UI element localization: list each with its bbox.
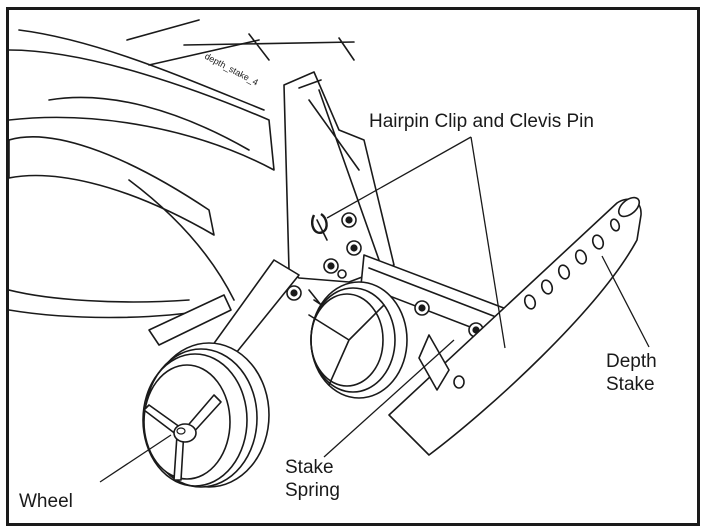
label-depth-stake-line2: Stake bbox=[606, 374, 655, 395]
mounting-bracket bbox=[283, 71, 520, 341]
depth-stake bbox=[388, 196, 642, 456]
rear-wheel bbox=[308, 281, 408, 399]
label-wheel: Wheel bbox=[19, 491, 73, 512]
bracket-bolts bbox=[286, 212, 484, 338]
label-stake-spring-line2: Spring bbox=[285, 480, 340, 501]
label-hairpin-clip-clevis-pin: Hairpin Clip and Clevis Pin bbox=[369, 111, 594, 132]
leader-lines bbox=[99, 136, 650, 483]
diagram-frame: depth_stake_4 bbox=[6, 7, 700, 526]
tiller-hood bbox=[9, 19, 355, 319]
file-tag: depth_stake_4 bbox=[203, 51, 260, 88]
front-wheel bbox=[142, 342, 270, 488]
depth-stake-diagram: depth_stake_4 bbox=[9, 19, 657, 512]
label-depth-stake-line1: Depth bbox=[606, 351, 657, 372]
hairpin-clip-upper bbox=[310, 213, 328, 241]
label-stake-spring-line1: Stake bbox=[285, 457, 334, 478]
